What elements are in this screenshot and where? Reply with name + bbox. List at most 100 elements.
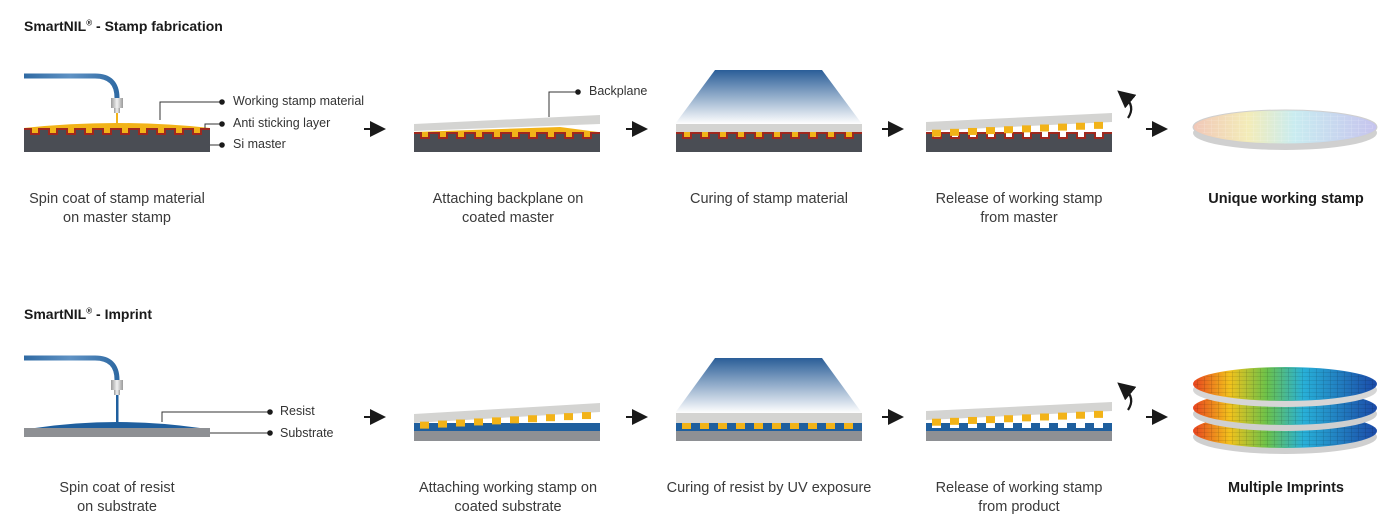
cavity-fill xyxy=(720,132,726,137)
stamp-pillar xyxy=(582,412,591,420)
cavity-fill xyxy=(756,132,762,137)
callout-working-stamp-material: Working stamp material xyxy=(233,94,365,108)
resist-cavity xyxy=(1094,423,1103,428)
step-caption: Spin coat of resist on substrate xyxy=(2,479,232,517)
cavity-fill xyxy=(176,128,182,133)
stamp-pillar xyxy=(826,423,835,429)
stamp-pillar xyxy=(772,423,781,429)
resist-cavity xyxy=(986,423,995,428)
step3-uv-cure xyxy=(675,358,862,441)
step1-spin-coat-resist xyxy=(24,355,210,437)
caption-line: Spin coat of stamp material xyxy=(29,191,205,207)
stamp-material-dome xyxy=(24,123,210,128)
uv-lamp-beam xyxy=(675,70,862,124)
stamp-pillar xyxy=(950,128,959,136)
stamp-pillar xyxy=(1022,414,1031,422)
caption-line: on master stamp xyxy=(63,210,171,226)
caption-line: Curing of resist by UV exposure xyxy=(666,480,872,496)
stamp-pillar xyxy=(510,416,519,424)
resist-cavity xyxy=(968,423,977,428)
anti-sticking-layer xyxy=(414,132,600,134)
stamp-pillar xyxy=(790,423,799,429)
caption-line: Curing of stamp material xyxy=(690,191,848,207)
step-caption: Multiple Imprints xyxy=(1171,479,1392,498)
uv-lamp-beam xyxy=(675,358,862,413)
cavity-fill xyxy=(494,132,500,137)
top-callout-lines xyxy=(159,89,581,148)
substrate xyxy=(24,428,210,437)
stamp-pillar xyxy=(808,423,817,429)
cavity-fill xyxy=(1006,132,1012,137)
cavity-fill xyxy=(158,128,164,133)
resist-cavity xyxy=(1040,423,1049,428)
stamp-pillar xyxy=(438,420,447,428)
dispense-pipe xyxy=(24,355,120,381)
bottom-callout-lines xyxy=(161,409,273,436)
caption-line: coated master xyxy=(462,210,554,226)
stamp-pillar xyxy=(1022,125,1031,133)
cavity-fill xyxy=(1060,132,1066,137)
cavity-fill xyxy=(1096,132,1102,137)
step1-spin-coat-master xyxy=(24,73,210,152)
stamp-pillar xyxy=(754,423,763,429)
callout-anti-sticking-layer: Anti sticking layer xyxy=(233,116,331,130)
step2-attach-backplane xyxy=(414,115,600,152)
stamp-pillar xyxy=(968,127,977,135)
cavity-fill xyxy=(422,132,428,137)
registered-mark: ® xyxy=(86,306,93,316)
cavity-fill xyxy=(440,132,446,137)
working-stamp-wafer xyxy=(1192,109,1378,150)
stamp-pillar xyxy=(932,418,941,426)
cavity-fill xyxy=(512,132,518,137)
dispense-pipe xyxy=(24,73,120,99)
step-caption: Attaching working stamp on coated substr… xyxy=(393,479,623,517)
step-caption: Curing of resist by UV exposure xyxy=(654,479,884,498)
cavity-fill xyxy=(774,132,780,137)
cavity-fill xyxy=(792,132,798,137)
resist-cavity xyxy=(1076,423,1085,428)
stamp-pillar xyxy=(700,423,709,429)
caption-line: Attaching working stamp on xyxy=(418,480,598,496)
stamp-fabrication-title: SmartNIL® - Stamp fabrication xyxy=(24,18,223,34)
substrate xyxy=(414,431,600,441)
caption-line: from product xyxy=(978,499,1060,515)
resist-cavity xyxy=(950,423,959,428)
step-caption: Release of working stamp from product xyxy=(904,479,1134,517)
cavity-fill xyxy=(846,132,852,137)
lift-arrow xyxy=(1117,382,1137,411)
resist-layer xyxy=(676,423,862,431)
substrate xyxy=(676,431,862,441)
stamp-pillar xyxy=(1058,412,1067,420)
cavity-fill xyxy=(566,132,572,137)
resist-dome xyxy=(35,422,200,428)
caption-line: Release of working stamp xyxy=(935,480,1103,496)
resist-cavity xyxy=(1004,423,1013,428)
stamp-pillar xyxy=(932,129,941,137)
cavity-fill xyxy=(1024,132,1030,137)
callout-substrate: Substrate xyxy=(280,426,334,440)
step3-curing xyxy=(675,70,862,152)
cavity-fill xyxy=(194,128,200,133)
caption-line: Unique working stamp xyxy=(1208,191,1364,207)
caption-line: Spin coat of resist xyxy=(59,480,175,496)
title-text: - Stamp fabrication xyxy=(92,18,223,34)
step2-attach-working-stamp xyxy=(414,403,600,441)
step-caption: Curing of stamp material xyxy=(654,190,884,209)
anti-sticking-layer xyxy=(926,132,1112,134)
stamp-pillar xyxy=(736,423,745,429)
cavity-fill xyxy=(1042,132,1048,137)
cavity-fill xyxy=(738,132,744,137)
resist-cavity xyxy=(1022,423,1031,428)
stamp-pillar xyxy=(420,421,429,429)
cavity-fill xyxy=(1078,132,1084,137)
caption-line: Attaching backplane on xyxy=(432,191,584,207)
resist-cavity xyxy=(1058,423,1067,428)
resist-layer xyxy=(414,423,600,431)
resist-layer xyxy=(926,423,1112,431)
backplane xyxy=(676,124,862,132)
stamp-pillar xyxy=(1076,411,1085,419)
step-caption: Spin coat of stamp material on master st… xyxy=(2,190,232,228)
stamp-pillar xyxy=(456,419,465,427)
cavity-fill xyxy=(32,128,38,133)
